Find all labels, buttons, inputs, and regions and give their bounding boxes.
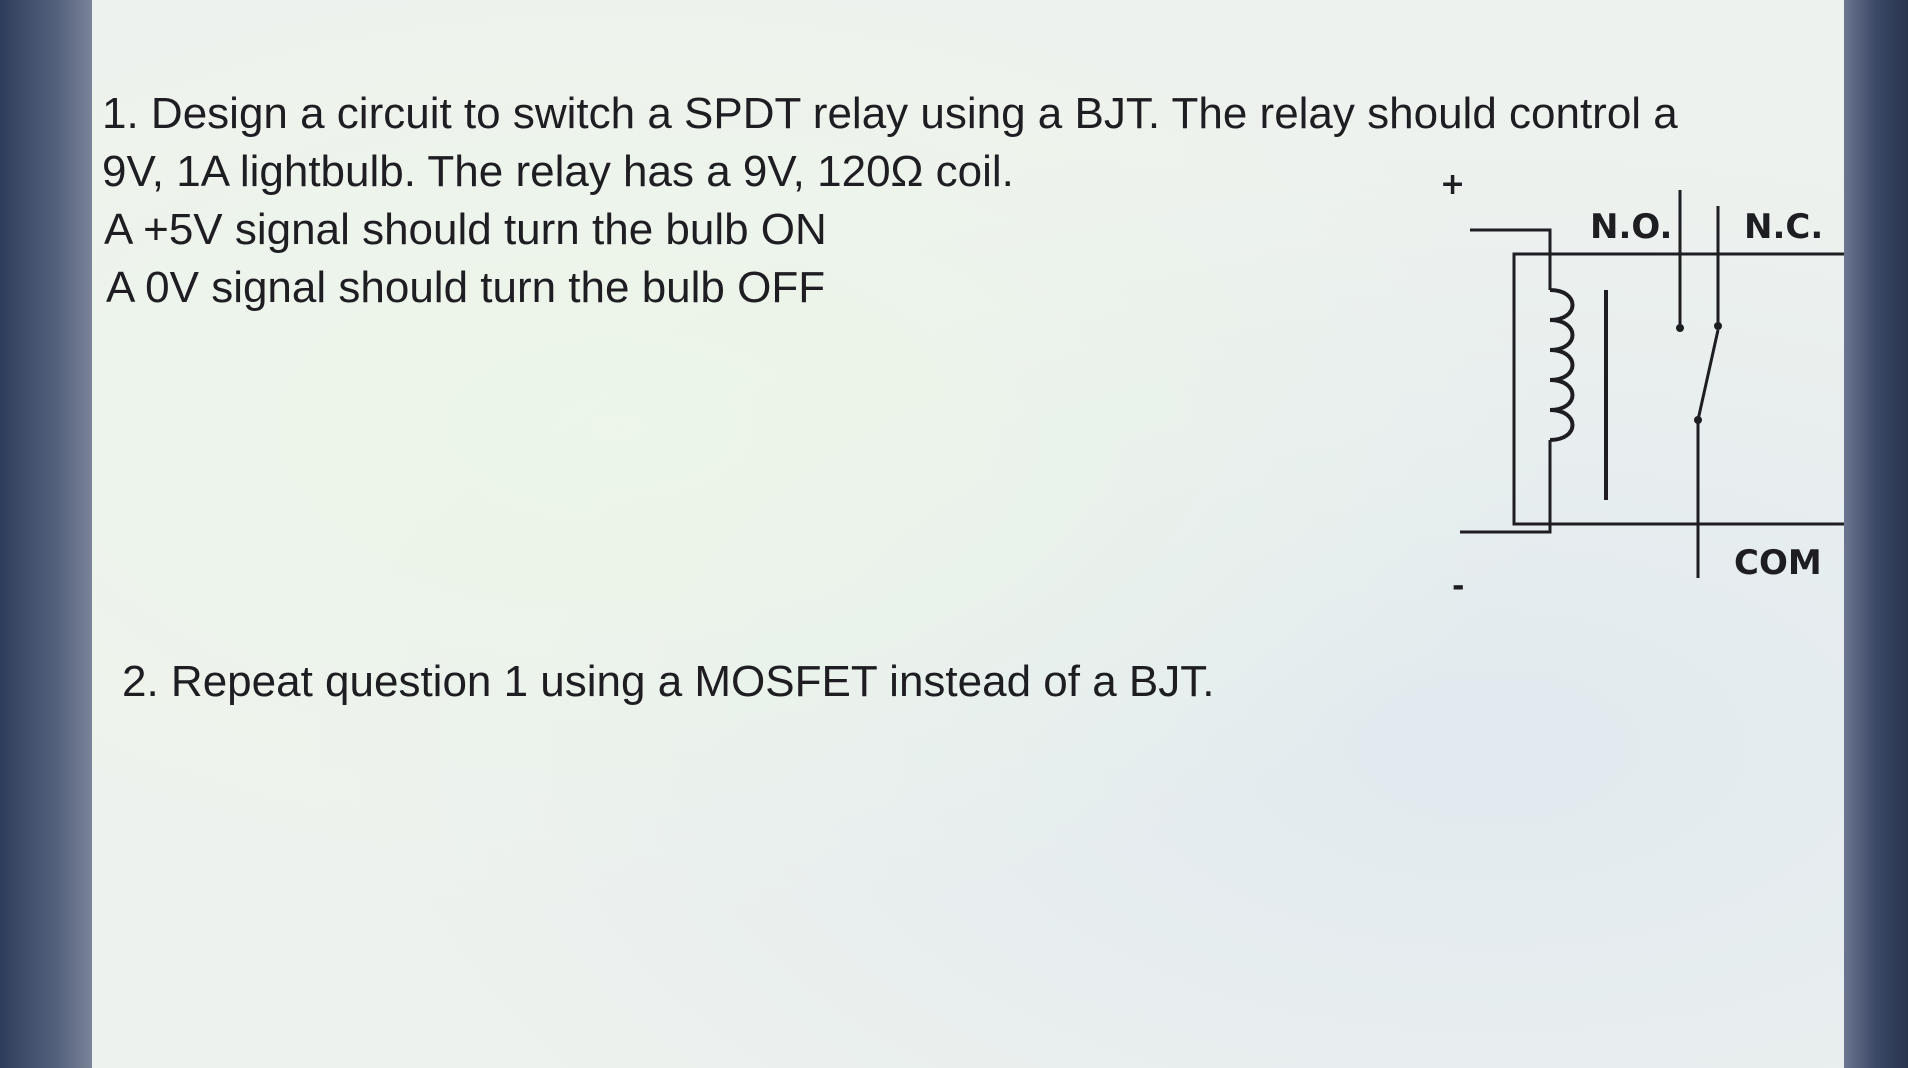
plus-terminal-label: +	[1440, 167, 1465, 202]
relay-diagram: + N.O. N.C. COM -	[1440, 167, 1844, 600]
monitor-bezel-right	[1844, 0, 1908, 1068]
question-2-line-1: 2. Repeat question 1 using a MOSFET inst…	[122, 657, 1215, 706]
question-1-line-4: A 0V signal should turn the bulb OFF	[106, 263, 826, 312]
nc-contact-point	[1714, 322, 1722, 330]
nc-terminal-label: N.C.	[1744, 207, 1823, 247]
minus-terminal-label: -	[1452, 569, 1464, 600]
question-1-line-1: 1. Design a circuit to switch a SPDT rel…	[102, 89, 1678, 138]
monitor-bezel-left	[0, 0, 92, 1068]
com-terminal-label: COM	[1734, 543, 1822, 583]
document-page: 1. Design a circuit to switch a SPDT rel…	[92, 0, 1844, 1068]
coil-top-wire	[1470, 228, 1552, 290]
coil-bottom-wire	[1460, 440, 1552, 534]
no-terminal-label: N.O.	[1590, 207, 1672, 247]
question-1-line-3: A +5V signal should turn the bulb ON	[104, 205, 827, 254]
coil-winding	[1549, 288, 1575, 442]
no-contact-point	[1676, 324, 1684, 332]
coil-inner-frame	[1513, 380, 1550, 525]
question-1-line-2: 9V, 1A lightbulb. The relay has a 9V, 12…	[102, 147, 1014, 196]
switch-arm	[1696, 329, 1720, 421]
